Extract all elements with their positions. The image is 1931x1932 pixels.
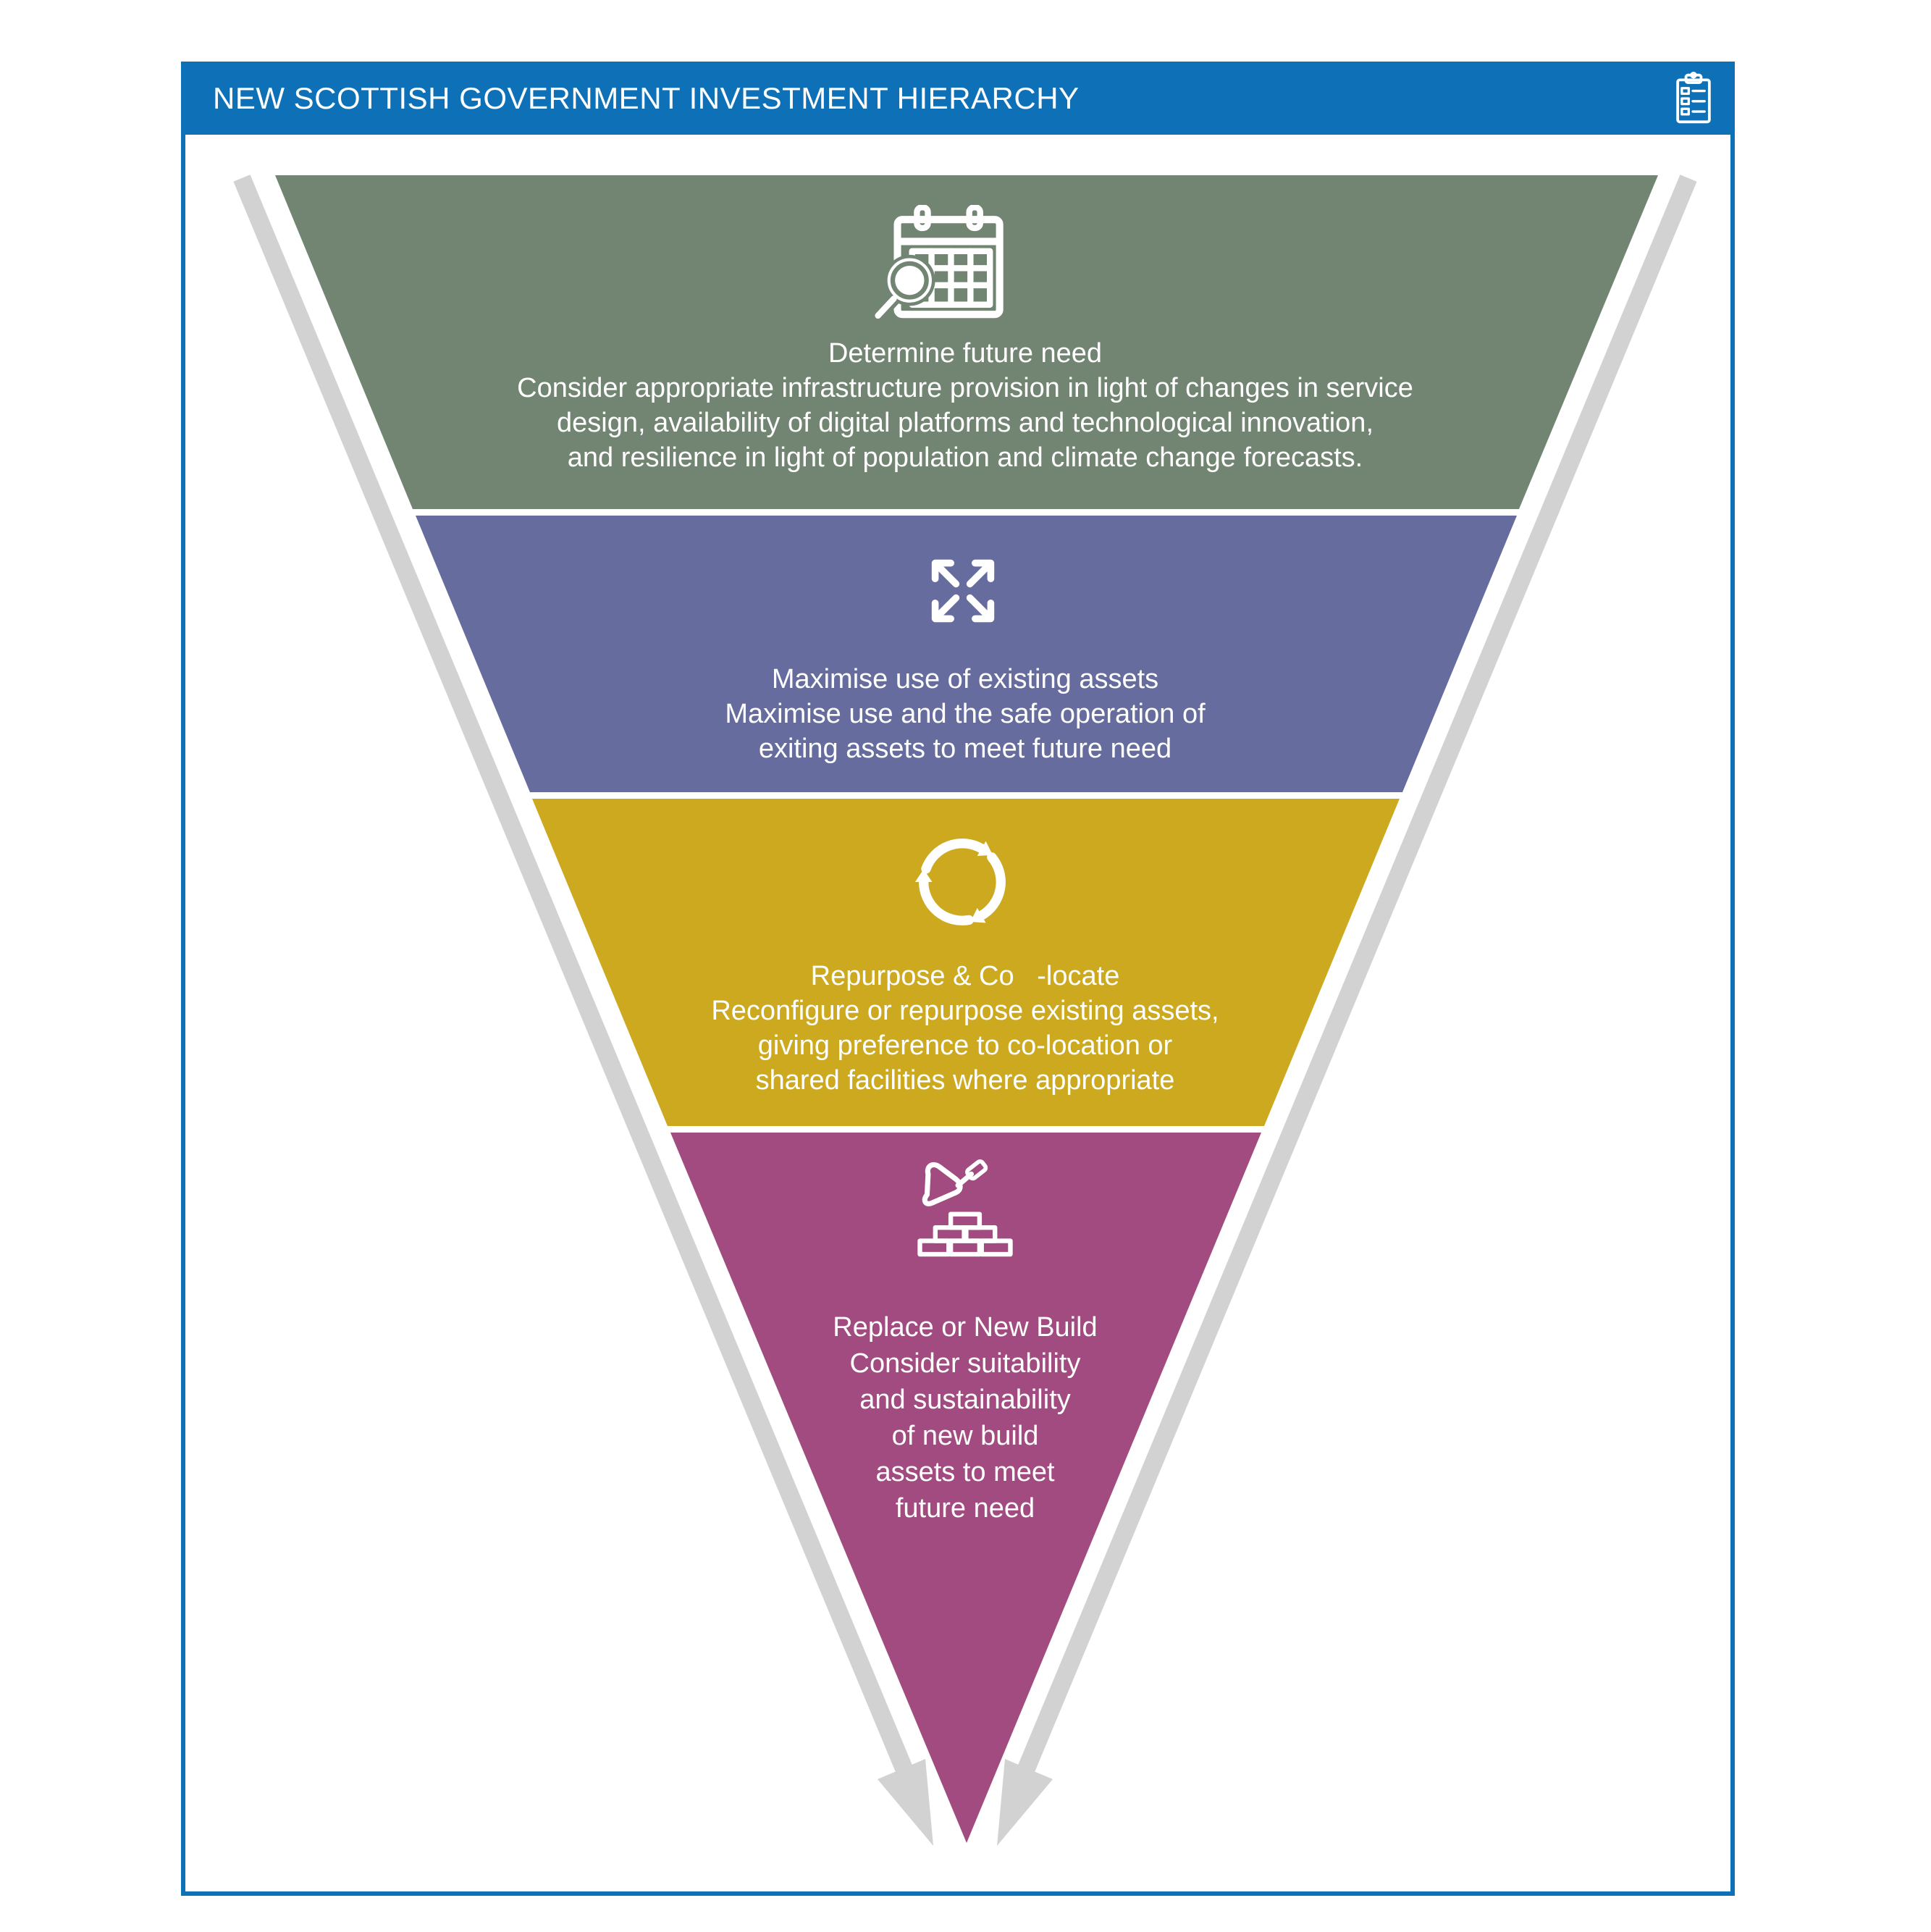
tier-1-shape	[275, 175, 1658, 509]
right-down-arrow	[997, 175, 1697, 1846]
tier-2-text: Maximise use of existing assets Maximise…	[458, 662, 1472, 766]
tier-4-text: Replace or New Build Consider suitabilit…	[603, 1309, 1327, 1526]
header-bar: NEW SCOTTISH GOVERNMENT INVESTMENT HIERA…	[181, 62, 1735, 135]
tier-2-title: Maximise use of existing assets	[771, 664, 1159, 694]
tier-4-shape	[670, 1133, 1261, 1843]
recycle-icon	[914, 839, 1006, 925]
clipboard-icon	[1676, 71, 1711, 123]
expand-arrows-icon	[931, 559, 995, 623]
tier-3-shape	[532, 799, 1400, 1126]
tier-4-body: Consider suitability and sustainability …	[849, 1348, 1081, 1524]
tier-1-text: Determine future need Consider appropria…	[314, 336, 1617, 475]
tier-4-title: Replace or New Build	[833, 1312, 1098, 1343]
tier-3-text: Repurpose & Co -locate Reconfigure or re…	[458, 959, 1472, 1098]
tier-3-title: Repurpose & Co -locate	[810, 961, 1120, 991]
tier-1-title: Determine future need	[828, 338, 1103, 369]
page-title: NEW SCOTTISH GOVERNMENT INVESTMENT HIERA…	[213, 80, 1080, 115]
tier-2-body: Maximise use and the safe operation of e…	[725, 699, 1206, 764]
left-down-arrow	[233, 175, 933, 1846]
tier-3-body: Reconfigure or repurpose existing assets…	[711, 996, 1219, 1096]
tier-1-body: Consider appropriate infrastructure prov…	[517, 373, 1413, 473]
tier-2-shape	[416, 516, 1517, 792]
calendar-search-icon	[870, 205, 1004, 324]
trowel-bricks-icon	[917, 1159, 1013, 1257]
